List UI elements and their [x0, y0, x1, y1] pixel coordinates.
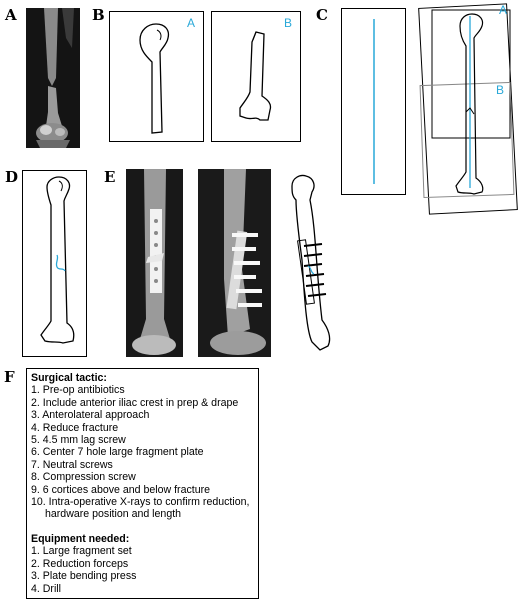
template-tag-a: A: [186, 16, 195, 30]
tactic-step: 6. Center 7 hole large fragment plate: [31, 446, 204, 459]
template-box-a: A: [109, 11, 204, 142]
xray-postop-lateral: [198, 169, 271, 357]
panel-label-d: D: [5, 168, 19, 186]
reduced-template-box: [22, 170, 87, 357]
bone-distal-outline: [239, 31, 272, 121]
equipment-item: 2. Reduction forceps: [31, 557, 129, 570]
xray-preop-image: [26, 8, 80, 148]
tactic-step: 5. 4.5 mm lag screw: [31, 434, 126, 447]
xray-preop: [26, 8, 80, 148]
tactic-step-continuation: hardware position and length: [45, 508, 182, 521]
tactic-step: 9. 6 cortices above and below fracture: [31, 483, 211, 496]
surgical-plan-box: Surgical tactic: 1. Pre-op antibiotics 2…: [26, 368, 259, 599]
tactic-step: 4. Reduce fracture: [31, 421, 119, 434]
tactic-step: 10. Intra-operative X-rays to confirm re…: [31, 496, 250, 509]
template-tag-b: B: [283, 16, 292, 30]
xray-postop-lateral-image: [198, 169, 271, 357]
panel-label-b: B: [92, 6, 105, 24]
tactic-step: 7. Neutral screws: [31, 458, 113, 471]
template-box-b: B: [211, 11, 301, 142]
axis-line: [373, 19, 375, 184]
equipment-item: 3. Plate bending press: [31, 570, 137, 583]
bone-proximal-outline: [139, 23, 170, 134]
reduced-bone-outline: [40, 176, 75, 344]
equipment-heading: Equipment needed:: [31, 532, 130, 545]
xray-postop-ap-image: [126, 169, 183, 357]
postop-drawing-outline: [291, 174, 331, 351]
tactic-step: 8. Compression screw: [31, 471, 136, 484]
panel-label-e: E: [104, 168, 116, 186]
panel-label-a: A: [5, 6, 17, 24]
tactic-step: 1. Pre-op antibiotics: [31, 384, 125, 397]
template-overlay: A B: [410, 2, 519, 218]
surgical-tactic-heading: Surgical tactic:: [31, 372, 107, 384]
panel-label-c: C: [316, 6, 328, 24]
panel-label-f: F: [4, 368, 15, 386]
straight-line-template: [341, 8, 406, 195]
equipment-item: 4. Drill: [31, 582, 62, 595]
overlay-drawing: [418, 3, 518, 215]
postop-drawing: [282, 170, 342, 356]
overlay-tag-a: A: [499, 3, 508, 17]
tactic-step: 3. Anterolateral approach: [31, 409, 150, 422]
overlay-tag-b: B: [496, 83, 505, 97]
tactic-step: 2. Include anterior iliac crest in prep …: [31, 396, 239, 409]
xray-postop-ap: [126, 169, 183, 357]
section-spacer: [31, 521, 254, 533]
equipment-item: 1. Large fragment set: [31, 545, 132, 558]
